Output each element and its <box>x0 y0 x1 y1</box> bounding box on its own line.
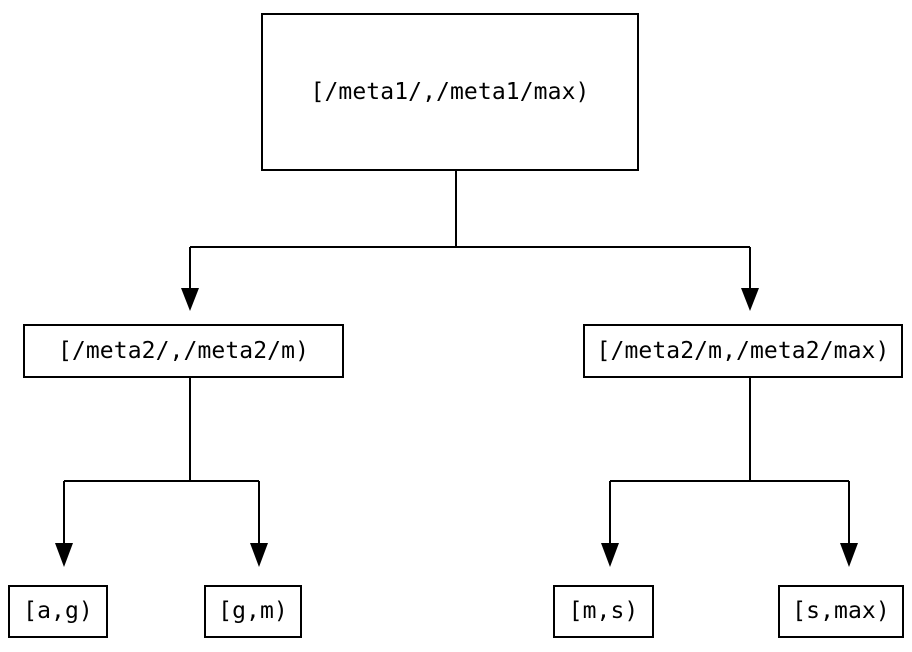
arrow-down-icon <box>250 543 268 567</box>
arrow-down-icon <box>55 543 73 567</box>
node-meta2-high-interval: [/meta2/m,/meta2/max) <box>583 324 903 378</box>
node-meta2-low-interval: [/meta2/,/meta2/m) <box>23 324 344 378</box>
arrow-down-icon <box>181 288 199 311</box>
arrow-down-icon <box>741 288 759 311</box>
connector-left-to-leaves <box>55 378 268 567</box>
edge-root-stem <box>189 171 751 289</box>
leaf-node-m-s: [m,s) <box>553 585 654 638</box>
arrow-down-icon <box>601 543 619 567</box>
connector-root-to-level2 <box>181 171 759 311</box>
edge-right-stem <box>609 378 850 544</box>
node-root-interval: [/meta1/,/meta1/max) <box>261 13 639 171</box>
leaf-node-a-g: [a,g) <box>8 585 108 638</box>
edge-left-stem <box>63 378 260 544</box>
connector-right-to-leaves <box>601 378 858 567</box>
leaf-node-g-m: [g,m) <box>204 585 302 638</box>
arrow-down-icon <box>840 543 858 567</box>
leaf-node-s-max: [s,max) <box>778 585 904 638</box>
